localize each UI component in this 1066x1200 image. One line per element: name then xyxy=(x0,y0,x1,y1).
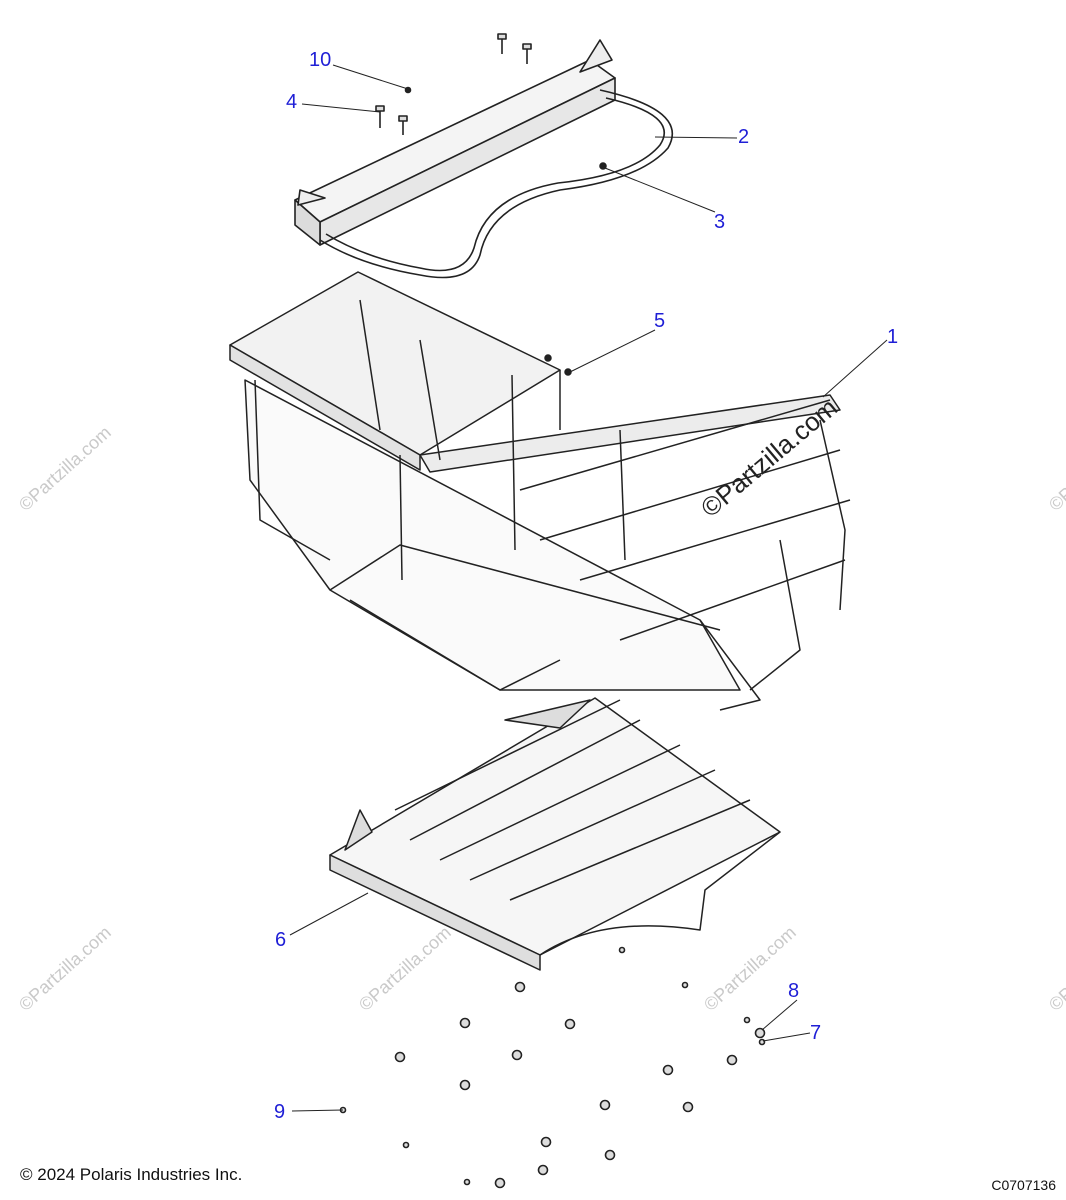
leader-lines xyxy=(289,64,888,1112)
callout-6: 6 xyxy=(275,929,287,951)
bolt-group-top xyxy=(375,33,532,135)
callout-5: 5 xyxy=(654,310,666,332)
skid-plate xyxy=(329,697,781,971)
callout-9: 9 xyxy=(274,1101,286,1123)
upper-rail-assembly xyxy=(294,39,674,279)
callout-10: 10 xyxy=(309,49,332,71)
callout-1: 1 xyxy=(887,326,899,348)
callout-7: 7 xyxy=(810,1022,822,1044)
diagram-code: C0707136 xyxy=(991,1177,1056,1193)
callout-2: 2 xyxy=(738,126,750,148)
callout-8: 8 xyxy=(788,980,800,1002)
copyright-text: © 2024 Polaris Industries Inc. xyxy=(20,1165,243,1184)
fastener-group-bottom xyxy=(339,946,766,1189)
callout-3: 3 xyxy=(714,211,726,233)
callout-4: 4 xyxy=(286,91,298,113)
main-frame xyxy=(229,271,851,711)
